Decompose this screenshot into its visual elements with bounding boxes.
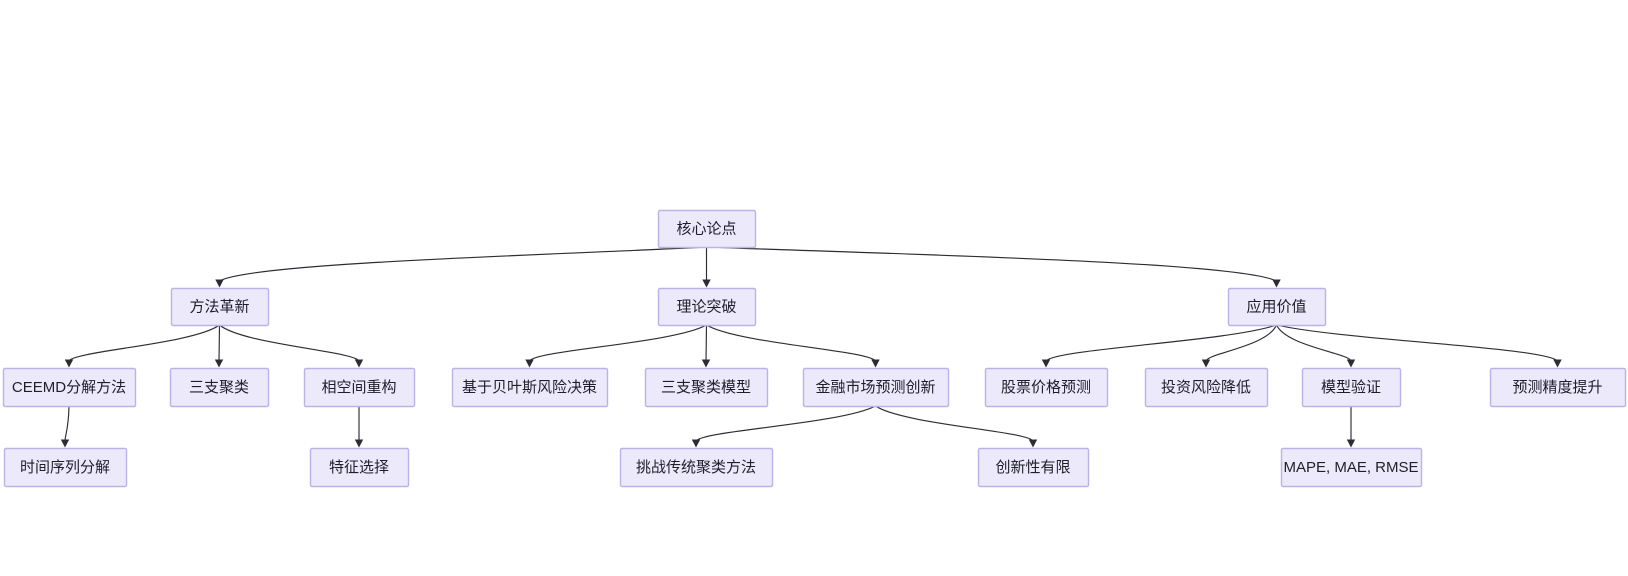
edge-b1-to-c1 [68,324,220,362]
arrowhead-icon [1346,439,1356,448]
node-c8[interactable]: 投资风险降低 [1144,367,1269,408]
edge-c1-to-d1 [64,405,70,442]
edge-b2-to-c6 [706,324,876,362]
node-box [1489,367,1627,408]
arrowhead-icon [1028,439,1038,448]
node-box [802,367,950,408]
node-c6[interactable]: 金融市场预测创新 [802,367,950,408]
node-c5[interactable]: 三支聚类模型 [644,367,769,408]
node-c3[interactable]: 相空间重构 [303,367,416,408]
node-box [3,447,128,488]
node-box [170,287,270,327]
arrowhead-icon [64,359,74,368]
node-c7[interactable]: 股票价格预测 [984,367,1109,408]
node-label: 核心论点 [676,220,736,237]
node-label: 相空间重构 [321,379,396,396]
arrowhead-icon [60,439,70,448]
node-label: 金融市场预测创新 [815,379,935,396]
edge-b2-to-c4 [529,324,707,362]
node-box [984,367,1109,408]
node-b3[interactable]: 应用价值 [1227,287,1327,327]
arrowhead-icon [1272,279,1281,288]
edge-b3-to-c10 [1276,324,1558,362]
node-label: 三支聚类 [189,379,249,396]
arrowhead-icon [215,279,224,288]
arrowhead-icon [525,359,534,368]
edge-b2-to-c5 [705,324,708,362]
node-label: 基于贝叶斯风险决策 [462,379,597,396]
arrowhead-icon [1346,359,1356,368]
node-box [657,209,757,249]
node-box [1280,447,1423,488]
node-label: 股票价格预测 [1001,379,1091,396]
node-d2[interactable]: 特征选择 [309,447,410,488]
edge-b1-to-c2 [218,324,221,362]
node-label: 预测精度提升 [1512,379,1602,396]
node-box [169,367,270,408]
edge-b1-to-c3 [219,324,360,362]
node-box [303,367,416,408]
node-box [644,367,769,408]
node-d3[interactable]: 挑战传统聚类方法 [619,447,774,488]
node-label: 特征选择 [329,459,389,476]
edge-b3-to-c9 [1275,324,1352,362]
node-box [657,287,757,327]
edge-root-to-b1 [219,246,707,282]
node-label: 模型验证 [1321,379,1381,396]
node-d5[interactable]: MAPE, MAE, RMSE [1280,447,1423,488]
edge-c6-to-d3 [695,405,876,442]
node-box [2,367,137,408]
node-c10[interactable]: 预测精度提升 [1489,367,1627,408]
arrowhead-icon [354,359,364,368]
node-label: 时间序列分解 [20,459,110,476]
node-label: 创新性有限 [995,459,1070,476]
node-box [309,447,410,488]
node-c2[interactable]: 三支聚类 [169,367,270,408]
node-d4[interactable]: 创新性有限 [977,447,1090,488]
node-box [977,447,1090,488]
node-label: 应用价值 [1246,297,1306,315]
edge-root-to-b3 [706,246,1277,282]
arrowhead-icon [871,359,880,368]
node-label: CEEMD分解方法 [12,379,126,396]
edge-b3-to-c7 [1045,324,1277,362]
node-box [619,447,774,488]
node-label: 三支聚类模型 [661,379,751,396]
arrowhead-icon [702,279,711,288]
arrowhead-icon [1553,359,1562,368]
edges-layer [60,246,1562,448]
node-box [1144,367,1269,408]
arrowhead-icon [691,439,701,448]
arrowhead-icon [214,359,224,368]
node-root[interactable]: 核心论点 [657,209,757,249]
edge-c6-to-d4 [875,405,1034,442]
node-b2[interactable]: 理论突破 [657,287,757,327]
node-c1[interactable]: CEEMD分解方法 [2,367,137,408]
arrowhead-icon [1201,359,1211,368]
node-c4[interactable]: 基于贝叶斯风险决策 [451,367,609,408]
node-box [1301,367,1402,408]
arrowhead-icon [701,359,711,368]
node-d1[interactable]: 时间序列分解 [3,447,128,488]
edge-b3-to-c8 [1205,324,1278,362]
arrowhead-icon [1041,359,1051,368]
node-label: 投资风险降低 [1161,379,1251,396]
node-box [451,367,609,408]
node-box [1227,287,1327,327]
node-label: 挑战传统聚类方法 [636,459,756,476]
node-label: MAPE, MAE, RMSE [1283,459,1418,476]
node-b1[interactable]: 方法革新 [170,287,270,327]
node-label: 方法革新 [189,298,249,315]
node-label: 理论突破 [676,298,736,315]
arrowhead-icon [354,439,364,448]
node-c9[interactable]: 模型验证 [1301,367,1402,408]
